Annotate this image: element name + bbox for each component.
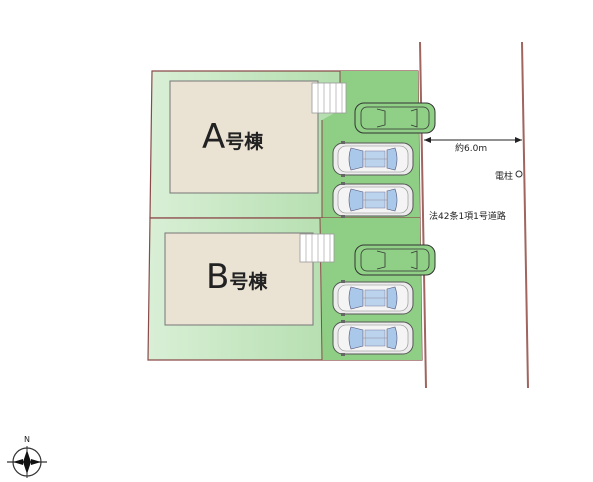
stairs-icon (299, 233, 335, 263)
compass-north-label: N (24, 435, 30, 444)
compass-icon (7, 446, 47, 478)
building-a-suffix: 号棟 (225, 131, 264, 153)
building-b-letter: B (206, 257, 230, 297)
utility-pole-icon (515, 170, 523, 178)
building-a-letter: A (202, 117, 226, 157)
car-icon (354, 244, 436, 276)
road-boundary-west (419, 41, 427, 389)
car-icon (332, 181, 414, 219)
utility-pole-label: 電柱 (495, 172, 514, 182)
building-b-label: B号棟 (206, 257, 267, 297)
car-icon (332, 279, 414, 317)
car-icon (332, 319, 414, 357)
road-width-dimension (424, 137, 522, 143)
building-b-suffix: 号棟 (229, 271, 268, 293)
car-icon (332, 140, 414, 178)
road-width-label: 約6.0m (455, 144, 488, 154)
road-boundary-east (521, 41, 529, 389)
building-b (164, 232, 314, 326)
stairs-icon (311, 82, 347, 114)
road-class-label: 法42条1項1号道路 (429, 212, 506, 222)
car-icon (354, 102, 436, 134)
building-a-label: A号棟 (202, 117, 263, 157)
building-a (169, 80, 319, 194)
